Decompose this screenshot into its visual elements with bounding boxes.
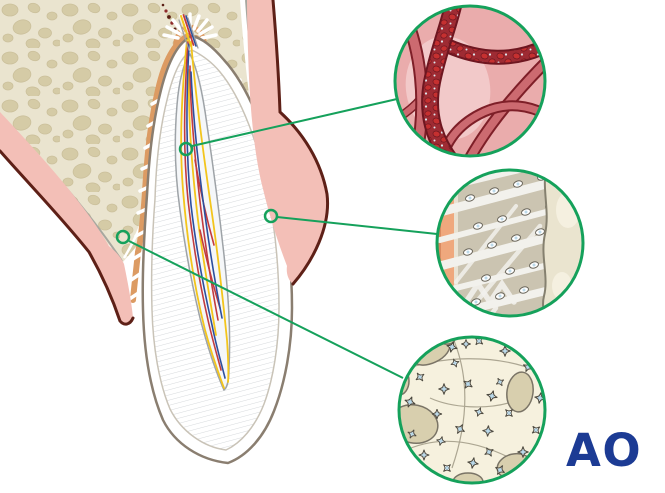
callout-line-bone bbox=[128, 240, 404, 379]
ao-logo: AO bbox=[566, 424, 642, 477]
inset-periodontal-ligament bbox=[435, 168, 585, 318]
pdl-band-left bbox=[130, 33, 191, 303]
mucosa-left-outline bbox=[0, 149, 135, 326]
callout-line-pulp bbox=[191, 98, 398, 147]
callout-marker-ligament bbox=[263, 208, 279, 224]
pulp-vessels bbox=[180, 39, 230, 389]
oral-mucosa bbox=[0, 0, 330, 326]
neurovascular-canal-dots bbox=[161, 3, 177, 31]
apical-neurovascular-bundle bbox=[178, 14, 199, 51]
mucosa-right bbox=[247, 0, 328, 284]
inset-border-ligament bbox=[435, 168, 585, 318]
mucosa-right-outline bbox=[271, 0, 330, 286]
inset-alveolar-bone bbox=[397, 335, 547, 485]
callout-marker-pulp bbox=[178, 141, 194, 157]
bone-trabeculae bbox=[0, 0, 286, 262]
veins bbox=[186, 43, 226, 379]
alveolar-bone-edge-fill bbox=[543, 170, 583, 316]
nerve-fibers bbox=[180, 39, 230, 389]
callout-marker-bone bbox=[115, 229, 131, 245]
inset-border-bone bbox=[397, 335, 547, 485]
callouts bbox=[115, 98, 438, 379]
inset-border-vessels bbox=[393, 4, 547, 158]
inset-blood-vessels bbox=[393, 4, 547, 158]
callout-line-ligament bbox=[276, 216, 438, 235]
